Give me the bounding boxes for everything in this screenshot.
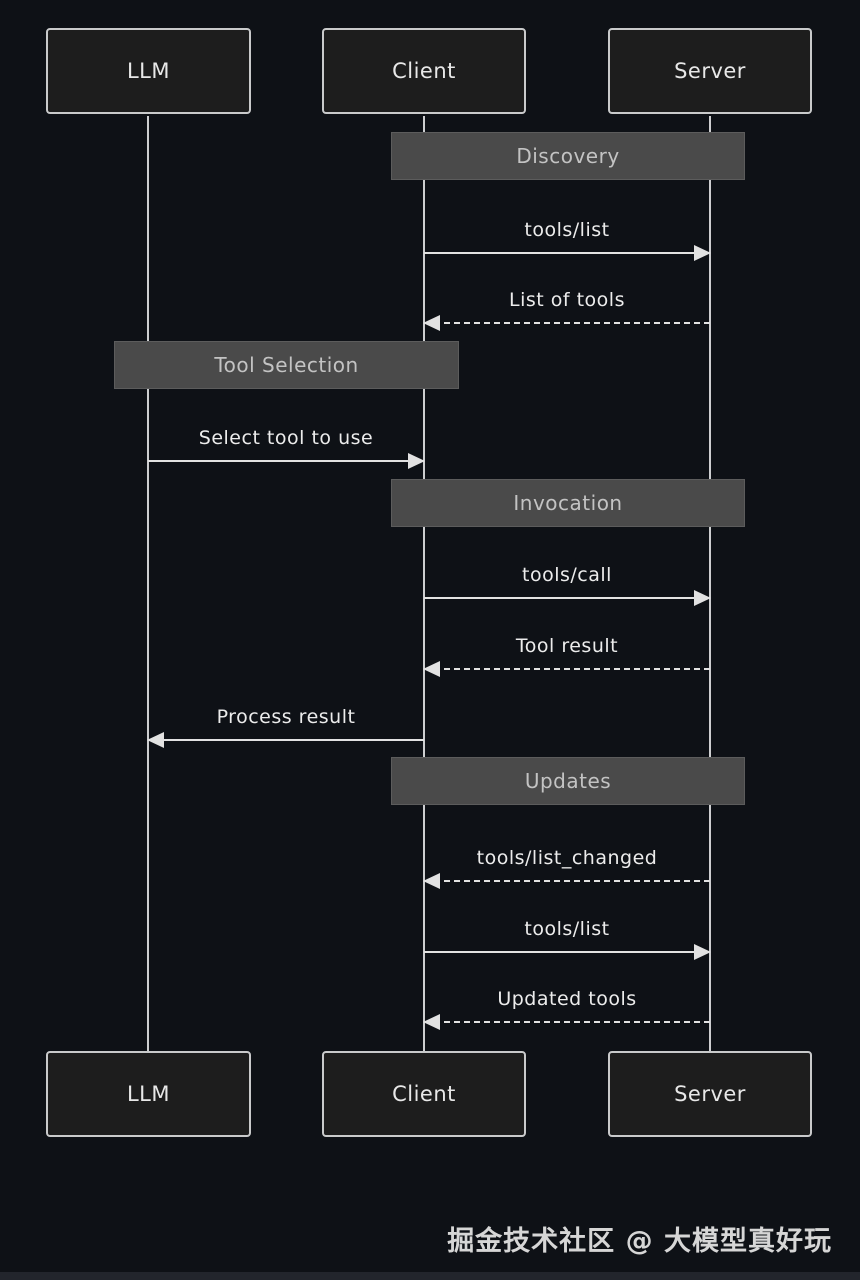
lifeline-client: [423, 116, 425, 1051]
arrowhead-left-icon: [423, 315, 440, 331]
message-label: tools/list_changed: [476, 847, 658, 869]
arrowhead-right-icon: [408, 453, 425, 469]
arrow-line: [424, 668, 710, 670]
actor-label: LLM: [126, 59, 171, 83]
section-band-discovery: Discovery: [391, 132, 745, 180]
actor-server-top: Server: [608, 28, 812, 114]
message-label: Updated tools: [497, 988, 637, 1010]
actor-llm-top: LLM: [46, 28, 251, 114]
arrow-line: [148, 739, 424, 741]
arrowhead-left-icon: [423, 661, 440, 677]
lifeline-server: [709, 116, 711, 1051]
arrowhead-left-icon: [423, 873, 440, 889]
message-label: Process result: [216, 706, 356, 728]
bottom-edge-strip: [0, 1272, 860, 1280]
message-label: tools/call: [522, 564, 612, 586]
arrowhead-left-icon: [423, 1014, 440, 1030]
arrowhead-left-icon: [147, 732, 164, 748]
arrow-line: [424, 1021, 710, 1023]
lifeline-llm: [147, 116, 149, 1051]
section-band-updates: Updates: [391, 757, 745, 805]
actor-label: Client: [392, 59, 456, 83]
section-label: Tool Selection: [214, 353, 359, 377]
message-label: tools/list: [524, 918, 610, 940]
section-band-tool-selection: Tool Selection: [114, 341, 459, 389]
arrowhead-right-icon: [694, 944, 711, 960]
arrowhead-right-icon: [694, 245, 711, 261]
section-label: Discovery: [516, 144, 620, 168]
actor-label: Client: [392, 1082, 456, 1106]
message-label: List of tools: [509, 289, 625, 311]
watermark-text: 掘金技术社区 @ 大模型真好玩: [447, 1226, 832, 1257]
arrow-line: [424, 951, 710, 953]
arrow-line: [424, 597, 710, 599]
actor-label: LLM: [126, 1082, 171, 1106]
arrow-line: [424, 322, 710, 324]
actor-label: Server: [674, 1082, 746, 1106]
section-label: Invocation: [513, 491, 623, 515]
arrow-line: [424, 252, 710, 254]
message-label: tools/list: [524, 219, 610, 241]
arrow-line: [424, 880, 710, 882]
arrow-line: [148, 460, 424, 462]
actor-llm-bottom: LLM: [46, 1051, 251, 1137]
message-label: Tool result: [515, 635, 619, 657]
message-label: Select tool to use: [198, 427, 374, 449]
actor-client-bottom: Client: [322, 1051, 526, 1137]
arrowhead-right-icon: [694, 590, 711, 606]
actor-label: Server: [674, 59, 746, 83]
section-label: Updates: [524, 769, 612, 793]
section-band-invocation: Invocation: [391, 479, 745, 527]
actor-client-top: Client: [322, 28, 526, 114]
actor-server-bottom: Server: [608, 1051, 812, 1137]
